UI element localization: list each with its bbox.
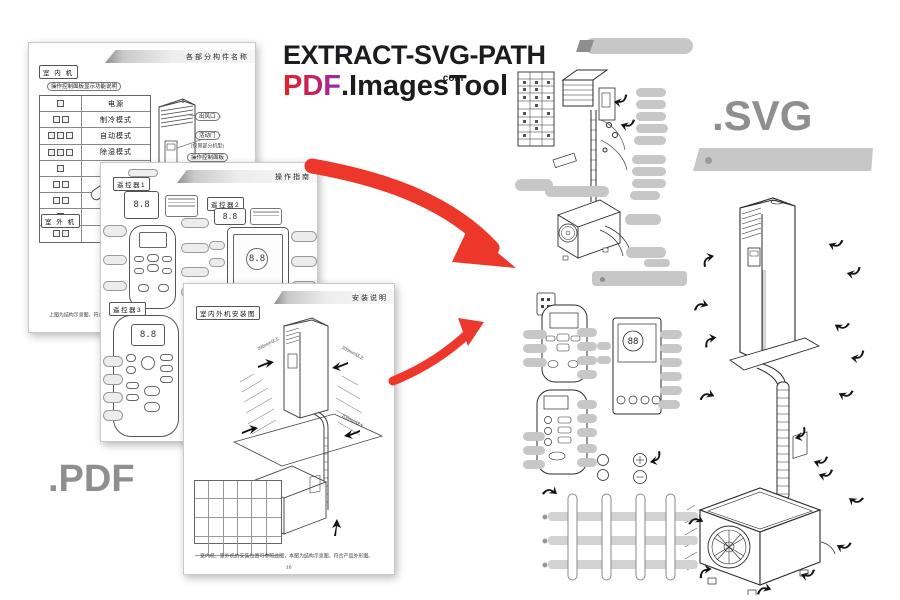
callout-capsule — [128, 169, 158, 177]
remote3-display: 8.8 — [131, 324, 165, 346]
callout-capsule — [103, 374, 123, 385]
panel-caption-pill: 操作控制面板显示功能说明 — [47, 82, 122, 91]
table-row: 自动模式 — [40, 128, 150, 145]
table-row: 电源 — [40, 96, 150, 113]
extracted-outdoor-unit-large — [684, 431, 836, 595]
remote3-label: 遥控器3 — [109, 302, 147, 316]
extracted-knob-icons — [597, 453, 647, 484]
table-row: 除湿模式 — [40, 144, 150, 161]
extracted-tall-unit — [728, 197, 821, 501]
fan-mode-icon — [52, 197, 60, 205]
air-outlet-callout: 出风口 — [195, 112, 220, 121]
table-row: 制冷模式 — [40, 112, 150, 129]
brand-tld: .com — [440, 73, 464, 84]
remote1-label: 遥控器1 — [113, 177, 151, 191]
fan-mode-icon — [61, 197, 69, 205]
extracted-wide-bar-dot — [600, 277, 605, 282]
cool-mode-icon — [52, 116, 60, 124]
brand-rest: .ImagesTool — [341, 70, 509, 102]
callout-capsule — [103, 225, 127, 237]
extracted-icon-grid — [517, 71, 555, 147]
extracted-wide-bar — [592, 271, 687, 286]
display-note-box — [165, 195, 198, 217]
dry-mode-icon — [57, 148, 64, 156]
extracted-table-bars — [542, 493, 698, 581]
extracted-header-bar — [585, 38, 693, 54]
extracted-svg-art: 88 — [517, 69, 836, 595]
callout-capsule — [209, 241, 225, 250]
installation-diagram-label: 室内外机安装图 — [196, 306, 260, 320]
page1-caption: 上图为结构示意图，符合产品外形图。 — [49, 312, 134, 318]
auto-mode-icon — [66, 132, 73, 140]
remote-3-drawing: 8.8 — [113, 315, 179, 437]
extracted-remote-1 — [536, 292, 588, 383]
page2-header: 操作指南 — [177, 170, 317, 183]
control-panel-callout: 操作控制面板 — [187, 153, 229, 162]
callout-capsule — [181, 243, 209, 253]
remote-1-drawing — [129, 225, 176, 309]
cool-mode-icon — [61, 116, 69, 124]
spec-table — [194, 480, 282, 556]
callout-capsule — [103, 356, 123, 367]
power-mode-icon — [57, 100, 64, 108]
pdf-format-badge: .PDF — [48, 458, 135, 500]
page-number: 16 — [286, 564, 292, 570]
brand-pdf: PDF — [283, 70, 341, 102]
exploded-unit-drawing — [552, 69, 628, 202]
auto-mode-icon — [57, 132, 64, 140]
extracted-outdoor-unit-small — [556, 199, 632, 261]
callout-capsule — [291, 256, 317, 267]
indoor-unit-label: 室 内 机 — [39, 65, 78, 79]
auto-mode-icon — [48, 132, 55, 140]
svg-badge-bar-dot — [705, 157, 712, 164]
display-note-box — [250, 208, 282, 225]
svg-text:88: 88 — [628, 337, 639, 347]
dry-mode-icon — [66, 148, 73, 156]
outdoor-unit-label: 室 外 机 — [41, 214, 80, 228]
remote1-display: 8.8 — [124, 191, 159, 219]
callout-capsule — [209, 258, 225, 267]
callout-capsule — [103, 392, 123, 403]
extracted-remote-3 — [536, 389, 588, 475]
callout-capsule — [291, 231, 317, 242]
remote2-display: 8.8 — [214, 208, 246, 225]
sleep-mode-icon — [57, 164, 64, 172]
callout-capsule — [181, 218, 209, 228]
svg-badge-bar — [693, 148, 873, 171]
page3-caption: 室内机、室外机的安装位置可参照此图，本图为结构示意图，符合产品外形图。 — [200, 553, 374, 559]
health-mode-icon — [52, 230, 60, 238]
dry-mode-icon — [48, 148, 55, 156]
small-red-arrow — [388, 327, 475, 386]
heat-mode-icon — [61, 181, 69, 189]
callout-capsule — [103, 410, 123, 421]
brand-lockup: PDF.ImagesTool.com — [283, 70, 546, 102]
health-mode-icon — [61, 230, 69, 238]
pdf-page-installation: 安装说明 室内外机安装图 — [183, 283, 395, 575]
extracted-remote-2: 88 — [612, 317, 662, 415]
big-red-arrow — [304, 158, 500, 256]
movable-door-callout: 活动门 — [195, 131, 220, 140]
callout-capsule — [103, 255, 127, 265]
tool-title: EXTRACT-SVG-PATH — [283, 40, 546, 70]
page1-header: 各部分构件名称 — [105, 50, 255, 63]
heat-mode-icon — [52, 181, 60, 189]
svg-format-badge: .SVG — [712, 92, 813, 139]
callout-capsule — [103, 281, 127, 291]
callout-capsule — [181, 267, 209, 277]
model-note: (仅限部分机型) — [191, 143, 224, 149]
page3-header: 安装说明 — [274, 291, 394, 304]
logo: EXTRACT-SVG-PATH PDF.ImagesTool.com — [283, 40, 546, 102]
